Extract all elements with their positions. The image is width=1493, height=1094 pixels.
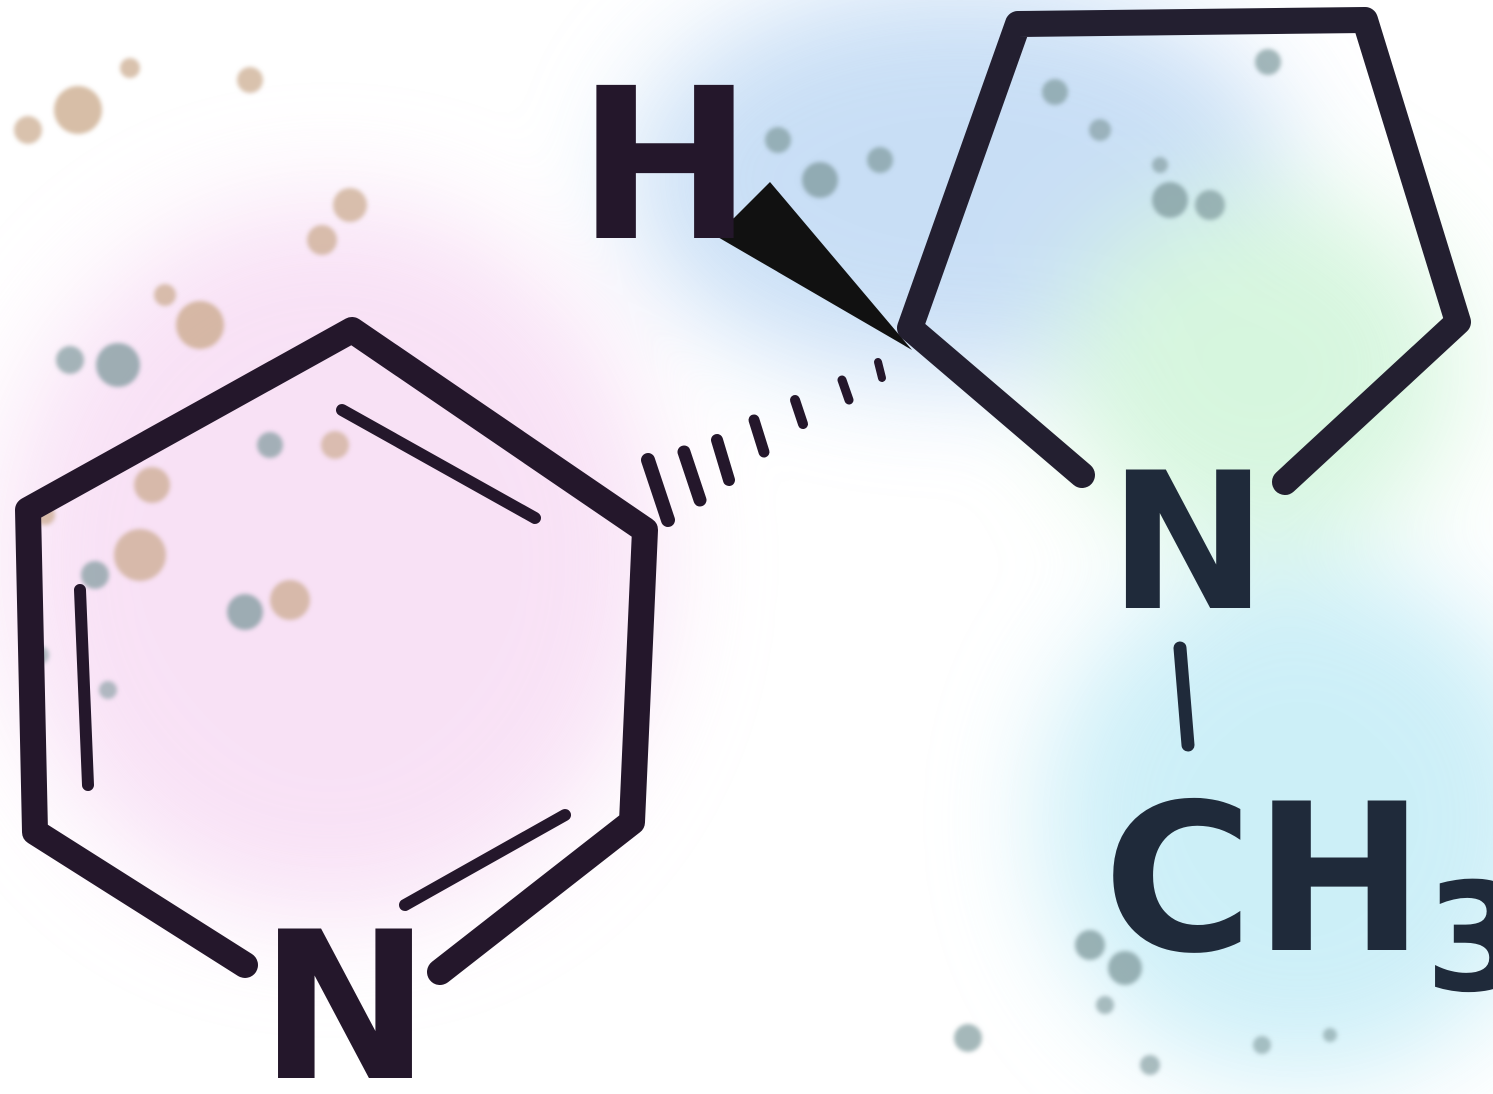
splatter-dot	[1108, 951, 1142, 985]
splatter-dot	[1255, 49, 1281, 75]
pyrrolidine-ring-outline	[897, 7, 1471, 495]
splatter-dot	[307, 225, 337, 255]
splatter-dot	[237, 67, 263, 93]
splatter-dot	[1075, 930, 1105, 960]
splatter-dot	[1152, 157, 1168, 173]
green-wash	[1060, 190, 1460, 550]
splatter-dot	[120, 58, 140, 78]
splatter-dot	[227, 594, 263, 630]
splatter-dot	[96, 343, 140, 387]
splatter-dot	[867, 147, 893, 173]
hash-mark	[748, 414, 770, 458]
splatter-dot	[257, 432, 283, 458]
splatter-dot	[114, 529, 166, 581]
splatter-dot	[1140, 1055, 1160, 1075]
hash-mark	[677, 445, 707, 507]
pyridine-inner-double-bond	[74, 584, 94, 791]
pyridine-inner-double-bond	[336, 404, 541, 524]
pink-wash	[0, 200, 660, 920]
hashed-wedge-bond	[641, 358, 886, 527]
splatter-dot	[14, 116, 42, 144]
splatter-dot	[1195, 190, 1225, 220]
splatter-dot	[1089, 119, 1111, 141]
splatter-dot	[1152, 182, 1188, 218]
splatter-dot	[954, 1024, 982, 1052]
splatter-dot	[333, 188, 367, 222]
hash-mark	[711, 434, 735, 486]
splatter-dot	[1253, 1036, 1271, 1054]
splatter-dot	[321, 431, 349, 459]
paint-splatters	[14, 49, 1337, 1075]
splatter-dot	[270, 580, 310, 620]
splatter-dot	[176, 301, 224, 349]
splatter-dot	[99, 681, 117, 699]
hash-mark	[874, 358, 886, 382]
pyridine-nitrogen-label: N	[259, 889, 431, 1094]
cyan-wash	[1040, 560, 1493, 1080]
pyridine-ring	[15, 317, 658, 985]
methyl-ch-text: CH	[1103, 761, 1425, 999]
splatter-dot	[54, 86, 102, 134]
hash-mark	[641, 453, 675, 527]
splatter-dot	[56, 346, 84, 374]
hash-mark	[790, 395, 808, 429]
stereo-hydrogen-label: H	[577, 43, 753, 288]
splatter-dot	[765, 127, 791, 153]
splatter-dot	[802, 162, 838, 198]
splatter-dot	[1042, 79, 1068, 105]
splatter-dot	[1323, 1028, 1337, 1042]
methyl-label: CH3	[1103, 761, 1493, 1026]
hash-mark	[837, 375, 854, 405]
solid-wedge-bond	[716, 182, 912, 350]
pyrrolidine-ring	[897, 7, 1471, 495]
splatter-dot	[154, 284, 176, 306]
methyl-subscript: 3	[1425, 852, 1493, 1026]
splatter-dot	[81, 561, 109, 589]
pyrrolidine-nitrogen-label: N	[1108, 432, 1267, 653]
splatter-dot	[134, 467, 170, 503]
pyridine-inner-double-bond	[399, 809, 571, 911]
splatter-dot	[1096, 996, 1114, 1014]
pyridine-ring-outline	[15, 317, 658, 985]
n-methyl-bond	[1173, 641, 1195, 752]
